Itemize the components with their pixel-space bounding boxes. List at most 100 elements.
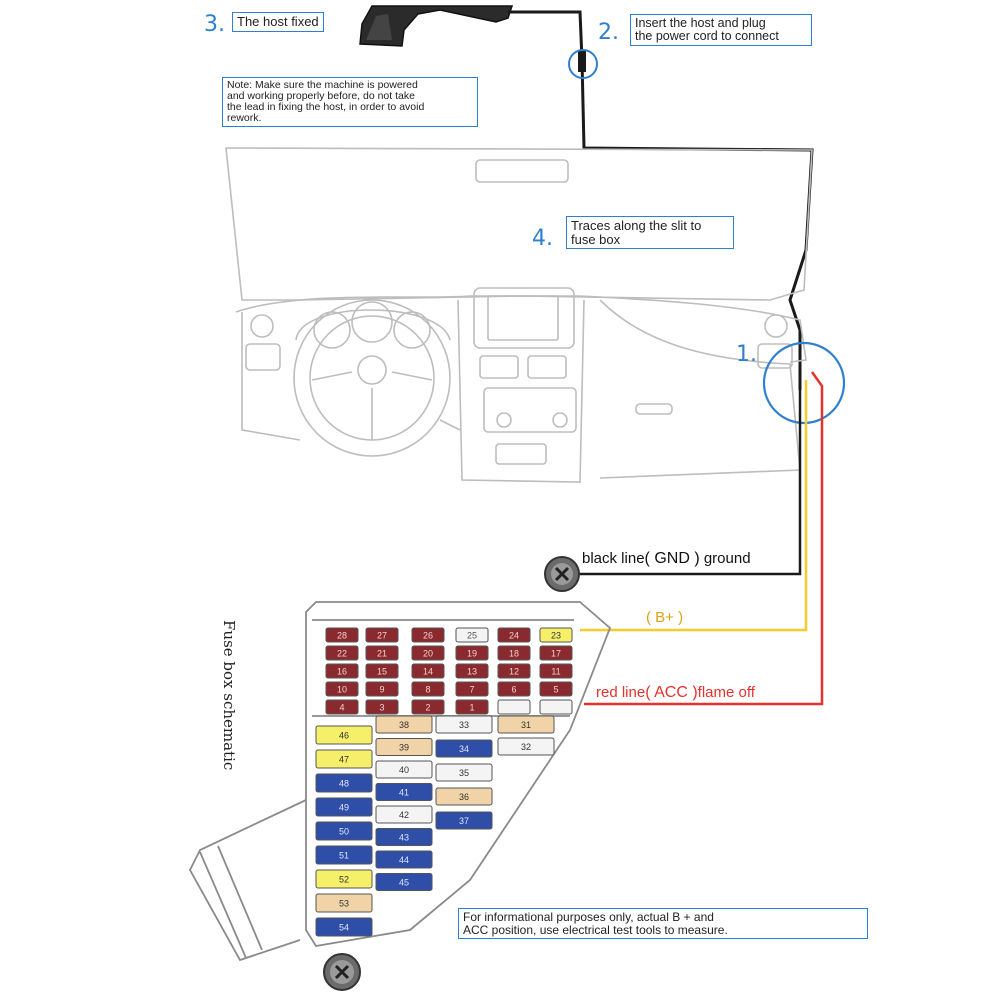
fuse-31: [497, 715, 555, 734]
step4-line-1: Traces along the slit to: [571, 218, 702, 233]
cord-connector: [578, 50, 586, 72]
fuse-48: [315, 773, 373, 793]
fuse-25: [455, 627, 489, 643]
fuse-52-label: 52: [339, 875, 349, 885]
fuse-4-label: 4: [339, 703, 344, 713]
note-line-4: rework.: [227, 112, 262, 125]
fuse-32: [497, 737, 555, 756]
fuse-1: [455, 699, 489, 715]
fuse-49: [315, 797, 373, 817]
fuse-28-label: 28: [337, 631, 347, 641]
fuse-6-label: 6: [511, 685, 516, 695]
fuse-17: [539, 645, 573, 661]
step3-label: The host fixed: [232, 12, 324, 32]
fuse-2: [411, 699, 445, 715]
fuse-40: [375, 760, 433, 779]
fuse-4: [325, 699, 359, 715]
fuse-42: [375, 805, 433, 824]
fuse-14-label: 14: [423, 667, 433, 677]
fuse-grid: 2822161042721159326201482251913712418126…: [315, 627, 573, 937]
fuse-24: [497, 627, 531, 643]
step2-number: 2.: [598, 20, 619, 45]
fuse-38-label: 38: [399, 720, 409, 730]
fuse-5-label: 5: [553, 685, 558, 695]
fuse-37: [435, 811, 493, 830]
fuse-43-label: 43: [399, 833, 409, 843]
fuse-6: [497, 681, 531, 697]
fuse-53: [315, 893, 373, 913]
connector-highlight-circle: [568, 49, 598, 79]
fuse-19-label: 19: [467, 649, 477, 659]
fuse-54-label: 54: [339, 923, 349, 933]
fuse-47: [315, 749, 373, 769]
fuse-24-label: 24: [509, 631, 519, 641]
fuse-33-label: 33: [459, 720, 469, 730]
fuse-19: [455, 645, 489, 661]
fuse-35: [435, 763, 493, 782]
black-wire-gnd: ( GND ): [644, 550, 700, 567]
yellow-b-plus-wire: [580, 380, 808, 632]
fuse-12-label: 12: [509, 667, 519, 677]
fuse-34-label: 34: [459, 744, 469, 754]
fuse-8: [411, 681, 445, 697]
fuse-39-label: 39: [399, 743, 409, 753]
fuse-47-label: 47: [339, 755, 349, 765]
red-wire-acc: ( ACC ): [645, 684, 698, 701]
footer-note-line-1: For informational purposes only, actual …: [463, 910, 714, 924]
fuse-5: [539, 681, 573, 697]
step4-line-2: fuse box: [571, 231, 621, 247]
fuse-12: [497, 663, 531, 679]
fuse-blank-4-4: [497, 699, 531, 715]
fuse-41-label: 41: [399, 788, 409, 798]
fuse-34: [435, 739, 493, 758]
fuse-54: [315, 917, 373, 937]
fuse-28: [325, 627, 359, 643]
fuse-1-label: 1: [469, 703, 474, 713]
fuse-42-label: 42: [399, 810, 409, 820]
ground-screw-top: [544, 556, 580, 592]
step3-number: 3.: [204, 12, 225, 37]
fuse-10-label: 10: [337, 685, 347, 695]
fuse-22: [325, 645, 359, 661]
fuse-3: [365, 699, 399, 715]
fuse-13: [455, 663, 489, 679]
note-line-3: the lead in fixing the host, in order to…: [227, 101, 425, 114]
step2-line-2: the power cord to connect: [635, 29, 779, 44]
fuse-9-label: 9: [379, 685, 384, 695]
black-gnd-wire: [578, 390, 802, 576]
red-wire-suffix: flame off: [697, 684, 755, 701]
red-acc-wire: [584, 371, 824, 706]
car-interior: [225, 147, 813, 483]
fuse-35-label: 35: [459, 768, 469, 778]
fuse-45: [375, 873, 433, 891]
fuse-16: [325, 663, 359, 679]
fuse-44: [375, 850, 433, 869]
fuse-21-label: 21: [377, 649, 387, 659]
fuse-25-label: 25: [467, 631, 477, 641]
fuse-20-label: 20: [423, 649, 433, 659]
fuse-27-label: 27: [377, 631, 387, 641]
fuse-38: [375, 715, 433, 734]
fuse-3-label: 3: [379, 703, 384, 713]
fuse-31-label: 31: [521, 720, 531, 730]
fuse-13-label: 13: [467, 667, 477, 677]
ground-screw-bottom: [323, 953, 361, 991]
fuse-45-label: 45: [399, 878, 409, 888]
fuse-53-label: 53: [339, 899, 349, 909]
power-cord: [508, 10, 814, 390]
fuse-11-label: 11: [551, 667, 560, 677]
black-wire-suffix: ground: [703, 550, 751, 567]
fuse-33: [435, 715, 493, 734]
note-box: Note: Make sure the machine is powered a…: [222, 77, 478, 128]
footer-note-line-2: ACC position, use electrical test tools …: [463, 922, 728, 937]
fuse-37-label: 37: [459, 816, 469, 826]
black-wire-prefix: black line: [582, 550, 645, 567]
red-wire-prefix: red line: [596, 684, 646, 701]
fuse-blank-5-4: [539, 699, 573, 715]
fuse-7-label: 7: [469, 685, 474, 695]
fuse-44-label: 44: [399, 855, 409, 865]
fuse-18: [497, 645, 531, 661]
fuse-10: [325, 681, 359, 697]
